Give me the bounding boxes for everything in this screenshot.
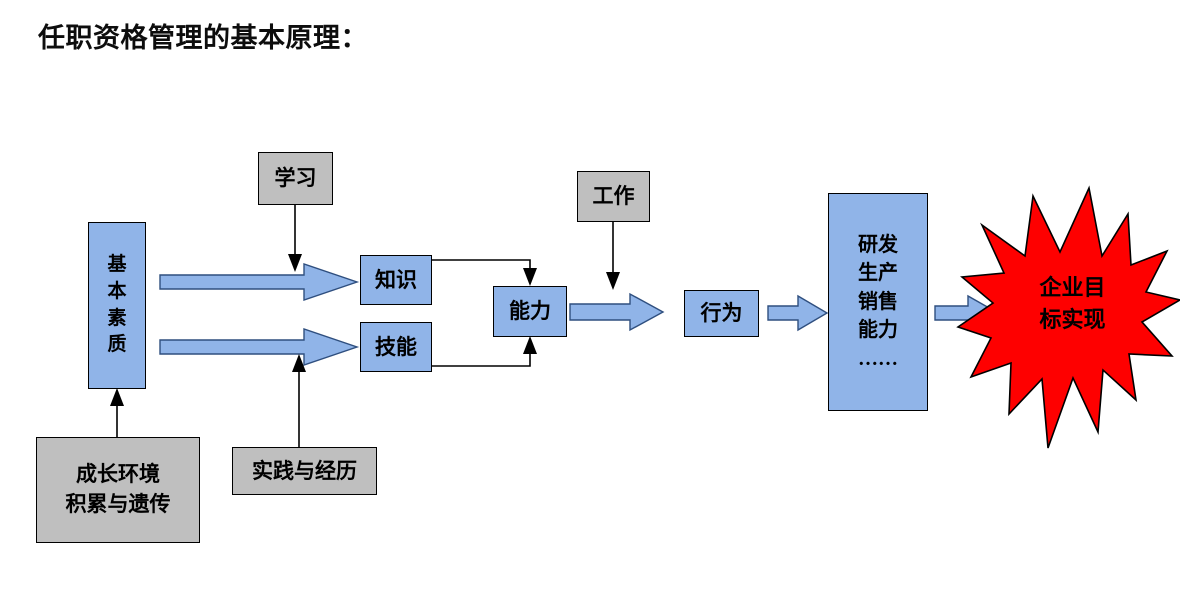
connector-skill-to-ability bbox=[432, 336, 537, 367]
connector-growth-env-to-basic-quality bbox=[110, 388, 124, 437]
node-knowledge[interactable]: 知识 bbox=[360, 255, 432, 305]
node-knowledge-label: 知识 bbox=[375, 267, 417, 292]
node-behavior[interactable]: 行为 bbox=[684, 290, 759, 337]
node-skill[interactable]: 技能 bbox=[360, 322, 432, 372]
connector-basic-quality-to-knowledge bbox=[159, 263, 360, 301]
node-basic-quality-char-2: 素 bbox=[107, 307, 127, 329]
node-basic-quality[interactable]: 基 本 素 质 bbox=[88, 222, 146, 389]
connector-outputs-to-goal bbox=[934, 294, 1000, 332]
node-goal-label[interactable]: 企业目 标实现 bbox=[1005, 272, 1140, 336]
node-basic-quality-char-0: 基 bbox=[107, 253, 127, 275]
connector-work-to-behavior-flow bbox=[606, 222, 620, 290]
node-basic-quality-char-3: 质 bbox=[107, 334, 127, 356]
connector-basic-quality-to-skill bbox=[159, 328, 360, 366]
connector-knowledge-to-ability bbox=[432, 259, 537, 286]
node-growth-environment-line-0: 成长环境 bbox=[76, 462, 160, 487]
node-goal-line-0: 企业目 bbox=[1039, 275, 1106, 300]
connector-ability-to-behavior bbox=[569, 292, 665, 332]
page-title: 任职资格管理的基本原理： bbox=[38, 23, 368, 53]
node-ability[interactable]: 能力 bbox=[493, 286, 567, 337]
node-work[interactable]: 工作 bbox=[577, 171, 650, 222]
node-outputs-line-2: 销售 bbox=[858, 290, 898, 313]
node-study[interactable]: 学习 bbox=[258, 152, 333, 205]
node-growth-environment[interactable]: 成长环境 积累与遗传 bbox=[36, 437, 200, 543]
connector-study-to-knowledge-flow bbox=[288, 205, 302, 272]
node-ability-label: 能力 bbox=[509, 299, 551, 324]
node-growth-environment-line-1: 积累与遗传 bbox=[65, 492, 171, 516]
node-work-label: 工作 bbox=[592, 184, 635, 209]
node-outputs[interactable]: 研发 生产 销售 能力 …… bbox=[828, 193, 928, 411]
node-outputs-line-1: 生产 bbox=[858, 262, 898, 285]
connector-behavior-to-outputs bbox=[767, 294, 829, 332]
node-goal-line-1: 标实现 bbox=[1039, 306, 1106, 332]
connector-practice-to-skill-flow bbox=[292, 354, 306, 447]
node-basic-quality-char-1: 本 bbox=[107, 280, 127, 302]
node-behavior-label: 行为 bbox=[700, 301, 743, 326]
node-practice-experience-label: 实践与经历 bbox=[252, 458, 357, 483]
node-study-label: 学习 bbox=[274, 166, 317, 191]
node-outputs-line-3: 能力 bbox=[858, 319, 898, 342]
node-practice-experience[interactable]: 实践与经历 bbox=[232, 447, 377, 495]
node-skill-label: 技能 bbox=[375, 334, 417, 359]
node-outputs-line-0: 研发 bbox=[858, 234, 898, 257]
node-outputs-line-4: …… bbox=[858, 347, 898, 370]
